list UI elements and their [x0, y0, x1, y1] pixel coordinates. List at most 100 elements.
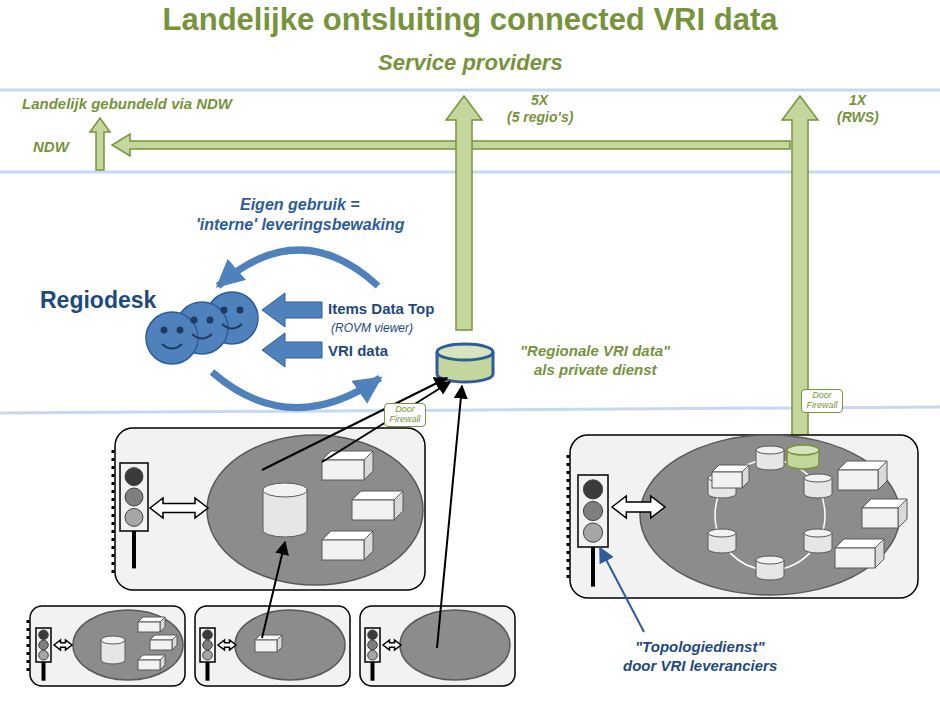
title: Landelijke ontsluiting connected VRI dat… [0, 2, 940, 38]
traffic-light [42, 662, 46, 681]
firewall-tag: Door Firewall [801, 389, 843, 413]
module-box [835, 539, 884, 568]
face-features [162, 328, 167, 333]
traffic-light [125, 508, 143, 526]
traffic-light [125, 468, 143, 486]
regional-db [437, 344, 493, 382]
module-box [352, 491, 403, 520]
flow-arrows [90, 96, 818, 448]
leader-line [600, 548, 644, 632]
database-cylinder [804, 529, 832, 537]
face-features [208, 318, 213, 323]
housing-edge [567, 455, 570, 580]
module-box [898, 499, 907, 528]
controller-ellipses [73, 435, 900, 680]
count-label: (RWS) [837, 109, 879, 125]
traffic-light [203, 650, 213, 660]
traffic-light [583, 523, 602, 542]
cycle-arrows [218, 250, 378, 286]
traffic-light [368, 640, 378, 650]
input-arrows [262, 333, 322, 367]
traffic-light [578, 475, 608, 587]
traffic-light [368, 630, 378, 640]
module-box [138, 617, 165, 632]
traffic-light [578, 475, 608, 547]
module-box [322, 540, 364, 560]
face-features [238, 308, 243, 313]
traffic-light [203, 640, 213, 650]
input-label: VRI data [328, 342, 388, 359]
database-cylinder [101, 636, 125, 644]
count-label: 1X [849, 92, 866, 108]
service-label: door VRI leveranciers [623, 657, 777, 674]
service-label: "Topologiedienst" [635, 638, 765, 655]
traffic-light [39, 650, 49, 660]
data-lines [262, 378, 447, 470]
module-box [150, 635, 177, 650]
housings [30, 428, 918, 686]
heading-label: Service providers [378, 50, 563, 75]
module-box [878, 461, 887, 490]
controller-ellipses [235, 610, 345, 680]
housings [30, 606, 185, 686]
regiodesk-faces [146, 312, 198, 364]
module-box [322, 451, 373, 480]
input-label: Items Data Top [328, 300, 434, 317]
module-box [138, 655, 165, 670]
housing-edge [27, 620, 30, 676]
traffic-light [120, 463, 148, 531]
traffic-light [36, 628, 51, 662]
housings [195, 606, 350, 686]
module-box [364, 531, 373, 560]
module-box [352, 500, 394, 520]
traffic-light [39, 640, 49, 650]
service-label: "Regionale VRI data" [520, 342, 670, 359]
flow-arrows [112, 134, 790, 156]
service-label: als private dienst [534, 361, 657, 378]
band-lines [0, 89, 940, 92]
traffic-light [120, 463, 148, 568]
database-cylinder [756, 446, 784, 470]
input-label: (ROVM viewer) [331, 322, 413, 336]
module-box [150, 640, 172, 650]
module-box [322, 531, 373, 560]
controller-ellipses [73, 610, 183, 680]
module-box [172, 635, 177, 650]
housings [570, 435, 918, 598]
traffic-light [365, 628, 380, 681]
face-features [222, 324, 242, 329]
module-box [255, 640, 277, 652]
link-arrow [150, 498, 208, 518]
rws-outlet [787, 445, 819, 455]
face-features [178, 328, 183, 333]
cycle-arrows [212, 372, 380, 408]
database-cylinder [756, 556, 784, 564]
firewall-text: Door Firewall [388, 405, 422, 425]
traffic-light [206, 662, 210, 681]
module-box [712, 465, 749, 488]
module-box [742, 465, 749, 488]
link-arrow [612, 496, 665, 518]
database-cylinder [804, 474, 832, 498]
module-box [862, 508, 898, 528]
traffic-light [36, 628, 51, 681]
module-box [862, 499, 907, 528]
module-box [875, 539, 884, 568]
traffic-light [125, 488, 143, 506]
rws-outlet [787, 445, 819, 469]
controller-ellipses [400, 610, 510, 680]
firewall-text: Door Firewall [805, 391, 839, 411]
link-arrow [54, 640, 72, 650]
group-label: Regiodesk [40, 287, 156, 313]
database-cylinder [804, 529, 832, 553]
database-cylinder [101, 636, 125, 664]
traffic-light [368, 650, 378, 660]
data-lines [322, 382, 450, 462]
database-cylinder [708, 529, 736, 537]
link-arrow [383, 640, 401, 650]
note-label: Eigen gebruik = [240, 196, 360, 214]
traffic-light [200, 628, 215, 681]
traffic-light [200, 628, 215, 662]
count-label: 5X [531, 92, 548, 108]
traffic-light [583, 480, 602, 499]
